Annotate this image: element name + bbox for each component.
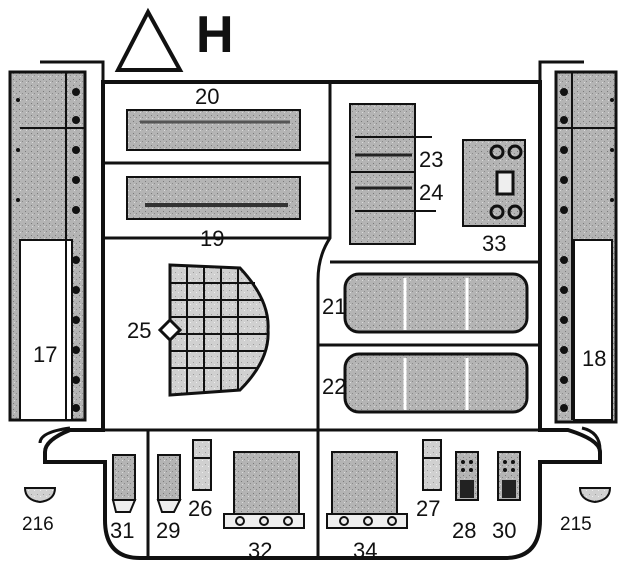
- label-31: 31: [110, 518, 134, 543]
- label-17: 17: [33, 342, 57, 367]
- warning-triangle-icon: [114, 7, 184, 72]
- relay-29: [156, 454, 182, 513]
- fuse-block-21: [343, 272, 529, 334]
- label-29: 29: [156, 518, 180, 543]
- relay-27: [422, 439, 442, 491]
- label-30: 30: [492, 518, 516, 543]
- label-24: 24: [419, 180, 443, 205]
- relay-31: [111, 454, 137, 513]
- header-letter: H: [196, 6, 234, 64]
- connector-215-icon: [578, 487, 612, 504]
- relay-30: [497, 451, 521, 501]
- label-19: 19: [200, 226, 224, 251]
- label-26: 26: [188, 496, 212, 521]
- relay-column-right: [538, 60, 618, 424]
- label-22: 22: [322, 374, 346, 399]
- connector-216-icon: [23, 487, 57, 504]
- label-33: 33: [482, 231, 506, 256]
- relay-33: [462, 139, 526, 227]
- fuse-grid-25: [157, 263, 270, 397]
- label-34: 34: [353, 538, 377, 562]
- fuse-block-22: [343, 352, 529, 414]
- fuse-strip-19: [126, 176, 301, 220]
- relay-23-24: [349, 103, 436, 245]
- box-outline: [43, 80, 602, 560]
- label-27: 27: [416, 496, 440, 521]
- relay-column-left: [8, 60, 105, 422]
- relay-34: [326, 451, 408, 529]
- label-25: 25: [127, 318, 151, 343]
- relay-26: [192, 439, 212, 491]
- label-23: 23: [419, 147, 443, 172]
- label-28: 28: [452, 518, 476, 543]
- compartment-dividers: [103, 82, 540, 558]
- label-215: 215: [560, 514, 592, 535]
- label-21: 21: [322, 294, 346, 319]
- label-32: 32: [248, 538, 272, 562]
- relay-32: [223, 451, 305, 529]
- label-20: 20: [195, 84, 219, 109]
- label-216: 216: [22, 514, 54, 535]
- label-18: 18: [582, 346, 606, 371]
- relay-28: [455, 451, 479, 501]
- fuse-strip-20: [126, 109, 301, 151]
